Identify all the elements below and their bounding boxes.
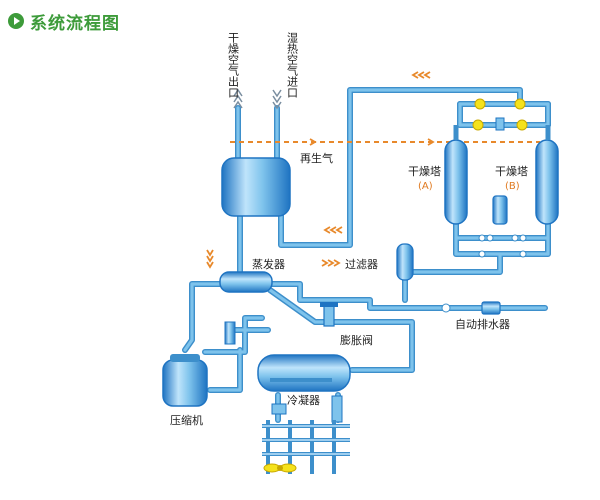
label-tower-a: 干燥塔 <box>408 165 441 178</box>
label-auto-drain: 自动排水器 <box>455 317 510 331</box>
label-condenser: 冷凝器 <box>287 393 320 407</box>
drying-tower-b <box>535 139 559 225</box>
label-tower-b-sub: (B) <box>505 181 520 192</box>
label-expansion-valve: 膨胀阀 <box>340 333 373 347</box>
filter <box>396 243 414 281</box>
condenser <box>257 354 351 423</box>
regen-vessel <box>221 157 291 217</box>
label-tower-b: 干燥塔 <box>495 165 528 178</box>
label-evaporator: 蒸发器 <box>252 257 285 271</box>
auto-drain <box>441 301 501 315</box>
compressor <box>162 354 208 407</box>
label-dry-air-outlet: 干燥空气出口 <box>227 32 240 98</box>
pipes <box>182 87 551 423</box>
page-title: 系统流程图 <box>30 13 120 34</box>
play-icon <box>8 13 24 29</box>
accumulator <box>224 321 236 345</box>
drying-tower-a <box>444 139 468 225</box>
inlet-arrows <box>272 89 282 110</box>
outlet-arrows <box>233 88 243 109</box>
evaporator <box>219 271 273 293</box>
manifold-valves <box>472 98 528 131</box>
fan-icon <box>263 463 297 473</box>
center-column <box>492 117 508 225</box>
label-regen-gas: 再生气 <box>300 151 333 165</box>
expansion-valve <box>320 302 338 327</box>
label-tower-a-sub: (A) <box>418 181 433 192</box>
label-wet-air-inlet: 湿热空气进口 <box>286 32 299 98</box>
tower-pipes <box>453 125 551 140</box>
flow-arrows <box>206 71 435 269</box>
label-filter: 过滤器 <box>345 258 378 271</box>
label-compressor: 压缩机 <box>170 413 203 427</box>
bottom-valves <box>478 234 527 258</box>
cooling-coil-inner <box>262 425 350 455</box>
header: 系统流程图 <box>8 8 120 34</box>
